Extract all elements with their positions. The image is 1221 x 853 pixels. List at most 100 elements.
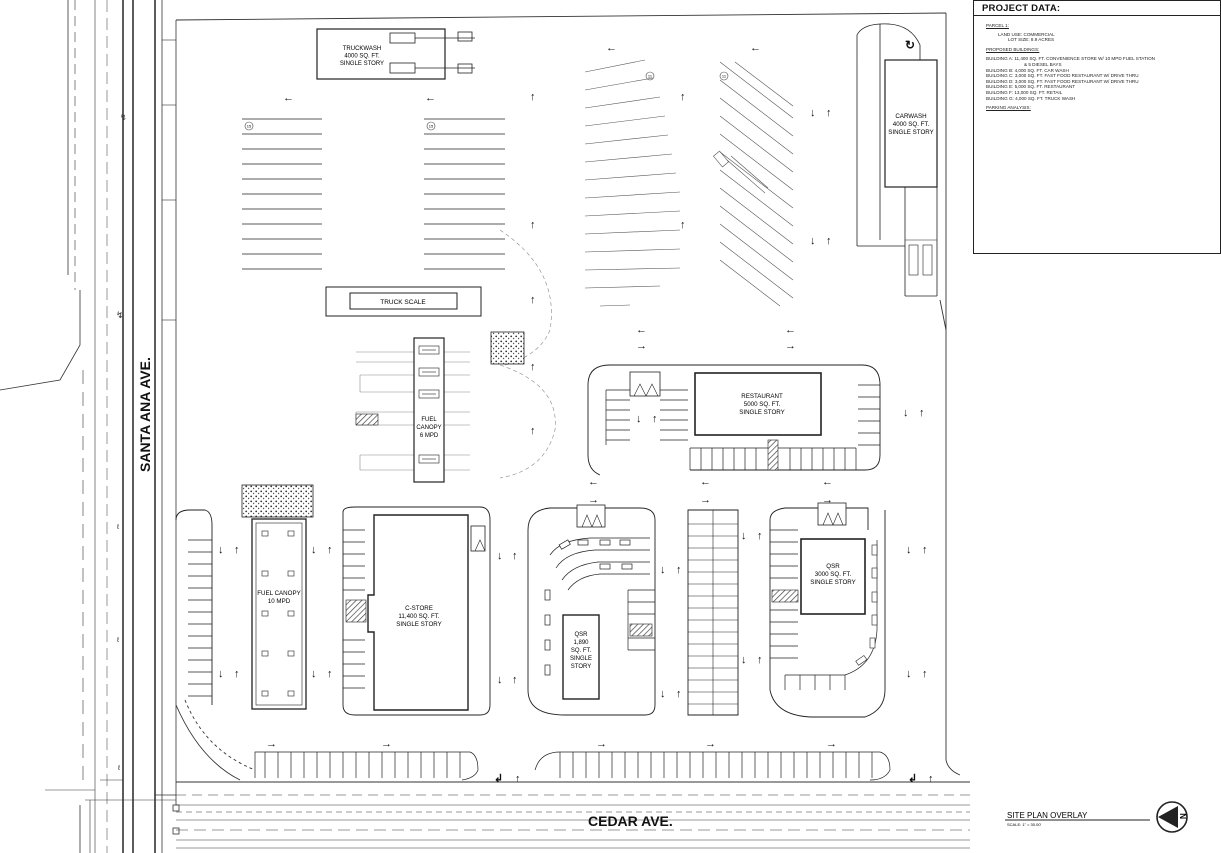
svg-text:ℓ: ℓ (117, 765, 121, 772)
svg-text:↑: ↑ (530, 219, 536, 231)
svg-text:→: → (588, 494, 599, 506)
project-data-panel: PROJECT DATA: PARCEL 1: LAND USE: COMMER… (973, 0, 1221, 254)
restaurant-label-line-3: SINGLE STORY (739, 409, 785, 416)
title-block: SITE PLAN OVERLAY SCALE: 1" = 30.00' (1005, 811, 1150, 827)
building-f: BUILDING F: 13,000 SQ. FT. RETAIL (986, 89, 1063, 95)
lot-size: LOT SIZE: 8.9 ACRES (1008, 37, 1055, 43)
svg-text:↓: ↓ (218, 544, 224, 556)
stall-count-markers-north: 15 15 11 11 (244, 71, 729, 131)
svg-text:↯: ↯ (120, 113, 127, 122)
svg-text:↑: ↑ (757, 654, 763, 666)
fuel-canopy-6-line-1: FUEL (421, 417, 437, 423)
svg-text:↑: ↑ (530, 425, 536, 437)
fuel-canopy-6mpd: FUEL CANOPY 6 MPD (355, 337, 470, 483)
north-arrow-letter: N (1179, 813, 1188, 819)
svg-text:←: ← (588, 476, 599, 488)
south-parking-row (254, 751, 891, 781)
west-parking-lot (175, 509, 213, 705)
street-label-cedar: CEDAR AVE. (588, 813, 673, 829)
project-data-header: PROJECT DATA: (974, 1, 1220, 16)
svg-text:↑: ↑ (826, 235, 832, 247)
qsr-1890-label-line-4: SINGLE (570, 656, 592, 662)
svg-text:↓: ↓ (903, 407, 909, 419)
qsr-1890-label-line-3: SQ. FT. (571, 648, 592, 654)
fuel-canopy-10-line-1: FUEL CANOPY (257, 590, 300, 597)
santa-ana-ave-road: ↯ ↯ ℓ ℓ ℓ (0, 0, 177, 853)
svg-text:↑: ↑ (676, 564, 682, 576)
fuel-canopy-10mpd: FUEL CANOPY 10 MPD (251, 518, 307, 710)
svg-text:↑: ↑ (530, 91, 536, 103)
svg-text:←: ← (636, 324, 647, 336)
svg-text:↑: ↑ (919, 407, 925, 419)
svg-text:↑: ↑ (676, 688, 682, 700)
svg-text:↓: ↓ (906, 668, 912, 680)
svg-text:↓: ↓ (660, 564, 666, 576)
svg-text:↑: ↑ (922, 544, 928, 556)
truckwash-label-line-2: 4000 SQ. FT. (344, 54, 380, 60)
landscape-island-west (241, 484, 314, 518)
qsr-3000-label-line-1: QSR (826, 563, 840, 570)
svg-text:↓: ↓ (741, 530, 747, 542)
svg-text:↻: ↻ (905, 38, 915, 52)
fuel-canopy-6-line-2: CANOPY (416, 425, 441, 431)
svg-text:←: ← (700, 476, 711, 488)
stall-count-lot-west: 15 (247, 124, 252, 129)
svg-text:↓: ↓ (218, 668, 224, 680)
svg-text:↑: ↑ (327, 544, 333, 556)
stall-count-angled-left: 11 (648, 74, 653, 79)
street-label-santa-ana: SANTA ANA AVE. (137, 357, 153, 472)
proposed-buildings-label: PROPOSED BUILDINGS: (986, 46, 1040, 52)
cedar-ave-road (79, 781, 970, 853)
svg-text:→: → (266, 738, 277, 750)
svg-text:↑: ↑ (928, 773, 934, 785)
truck-sketch (713, 150, 769, 194)
svg-text:↑: ↑ (757, 530, 763, 542)
svg-text:←: ← (785, 324, 796, 336)
svg-text:→: → (826, 738, 837, 750)
svg-text:↲: ↲ (494, 773, 503, 785)
qsr-1890-label-line-5: STORY (571, 664, 591, 670)
cstore-label-line-2: 11,400 SQ. FT. (398, 613, 439, 620)
qsr-1890-label-line-2: 1,890 (573, 640, 589, 646)
svg-text:↓: ↓ (660, 688, 666, 700)
svg-text:↓: ↓ (906, 544, 912, 556)
truckwash-building: TRUCKWASH 4000 SQ. FT. SINGLE STORY (316, 28, 475, 80)
svg-text:→: → (381, 738, 392, 750)
svg-text:←: ← (606, 42, 617, 54)
svg-text:↑: ↑ (530, 361, 536, 373)
svg-text:↓: ↓ (497, 550, 503, 562)
qsr-3000-label-line-2: 3000 SQ. FT. (815, 571, 852, 578)
svg-text:→: → (700, 494, 711, 506)
building-a: BUILDING A: 11,400 SQ. FT. CONVENIENCE S… (986, 56, 1155, 62)
svg-text:↑: ↑ (234, 668, 240, 680)
svg-text:←: ← (425, 92, 436, 104)
fuel-canopy-6-line-3: 6 MPD (420, 433, 439, 439)
stall-count-lot-mid: 15 (429, 124, 434, 129)
building-e: BUILDING E: 5,000 SQ. FT. RESTAURANT (986, 84, 1076, 90)
svg-text:←: ← (283, 92, 294, 104)
svg-text:↯: ↯ (116, 310, 124, 320)
carwash-label-line-1: CARWASH (895, 113, 926, 120)
svg-text:↓: ↓ (810, 107, 816, 119)
building-a-cont: & 5 DIESEL BAYS (1024, 61, 1062, 67)
restaurant-pad: RESTAURANT 5000 SQ. FT. SINGLE STORY (587, 364, 881, 476)
svg-text:↑: ↑ (826, 107, 832, 119)
svg-text:↑: ↑ (680, 219, 686, 231)
qsr-1890-pad: QSR 1,890 SQ. FT. SINGLE STORY (527, 504, 656, 716)
svg-text:→: → (636, 340, 647, 352)
traffic-flow-arrows: ←← ←← ↑↑↑ ↑↑ ↑↑ ↓↑ ↓↑ ←← →→ ↓↑ ↓↑ ←←← →→… (218, 38, 934, 785)
truckwash-label-line-3: SINGLE STORY (340, 61, 384, 67)
svg-text:ℓ: ℓ (116, 524, 120, 531)
svg-text:↑: ↑ (234, 544, 240, 556)
building-b: BUILDING B: 4,000 SQ. FT. CAR WASH (986, 67, 1069, 73)
north-arrow-icon: N (1156, 801, 1188, 833)
svg-text:↑: ↑ (652, 413, 658, 425)
stall-count-angled-right: 11 (722, 74, 727, 79)
fuel-canopy-10-line-2: 10 MPD (268, 598, 291, 605)
svg-text:↑: ↑ (327, 668, 333, 680)
qsr-1890-label-line-1: QSR (574, 632, 588, 638)
svg-text:↓: ↓ (311, 544, 317, 556)
svg-text:←: ← (750, 42, 761, 54)
svg-text:↓: ↓ (741, 654, 747, 666)
